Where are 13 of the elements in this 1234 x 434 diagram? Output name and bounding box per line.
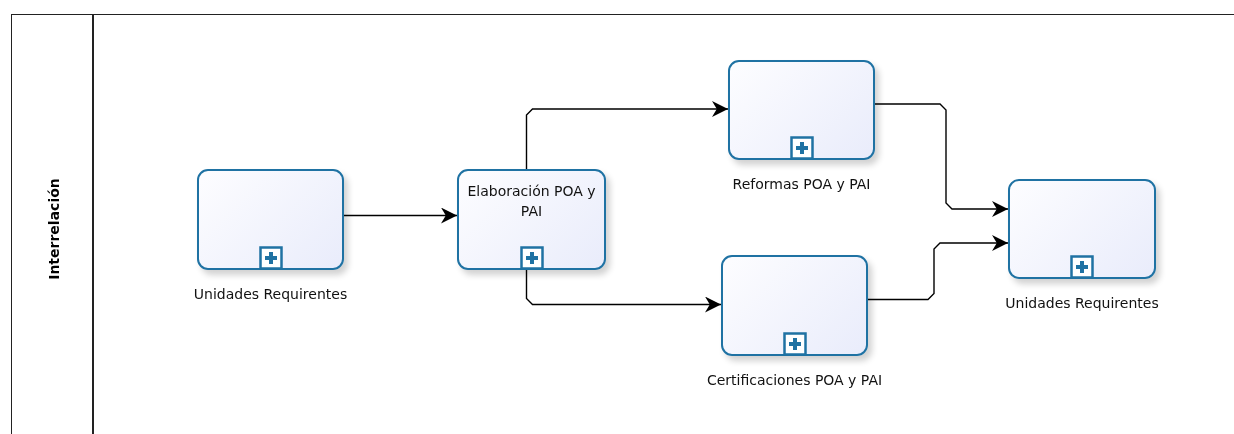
sequence-arrow xyxy=(874,103,1009,217)
swimlane xyxy=(11,14,1234,434)
task-label: Unidades Requirentes xyxy=(192,286,349,302)
sequence-arrow xyxy=(525,269,722,313)
sequence-arrow xyxy=(867,235,1009,301)
task-label: Reformas POA y PAI xyxy=(731,176,872,192)
subprocess-box xyxy=(457,169,606,270)
lane-label: Interrelación xyxy=(45,178,62,280)
task-label: Unidades Requirentes xyxy=(1004,295,1160,311)
task-label: Certificaciones POA y PAI xyxy=(705,372,884,388)
task-label: Elaboración POA y PAI xyxy=(466,182,597,221)
sequence-arrow xyxy=(343,207,458,224)
sequence-arrow xyxy=(525,101,729,170)
